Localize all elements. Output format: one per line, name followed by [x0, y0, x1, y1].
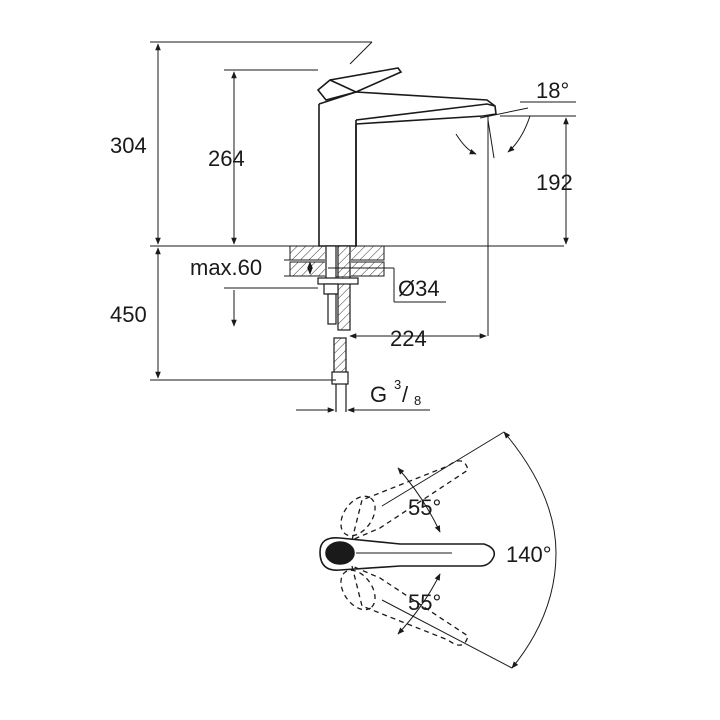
thread-label: G 3 / 8: [370, 377, 421, 408]
angle-lower-label: 55°: [408, 590, 441, 615]
spout-angle-label: 18°: [536, 78, 569, 103]
spout-height-label: 192: [536, 170, 573, 195]
spout-reach-label: 224: [390, 326, 427, 351]
lever-lower-position: [340, 564, 469, 646]
dimension-lines: [150, 41, 576, 413]
faucet-body: [318, 91, 497, 247]
faucet-lever: [316, 67, 403, 101]
mounting-shank: [317, 245, 359, 412]
max-thickness-label: max.60: [190, 255, 262, 280]
angle-upper-label: 55°: [408, 495, 441, 520]
hole-diameter-label: Ø34: [398, 276, 440, 301]
thread-numerator: 3: [394, 377, 401, 392]
svg-text:/: /: [402, 382, 409, 407]
angle-arcs: [381, 431, 557, 669]
thread-prefix: G: [370, 382, 387, 407]
height-spout-label: 264: [208, 146, 245, 171]
below-deck-label: 450: [110, 302, 147, 327]
thread-denominator: 8: [414, 393, 421, 408]
lever-upper-position: [340, 460, 469, 542]
lever-center-position: [319, 536, 496, 571]
angle-total-label: 140°: [506, 542, 552, 567]
height-total-label: 304: [110, 133, 147, 158]
